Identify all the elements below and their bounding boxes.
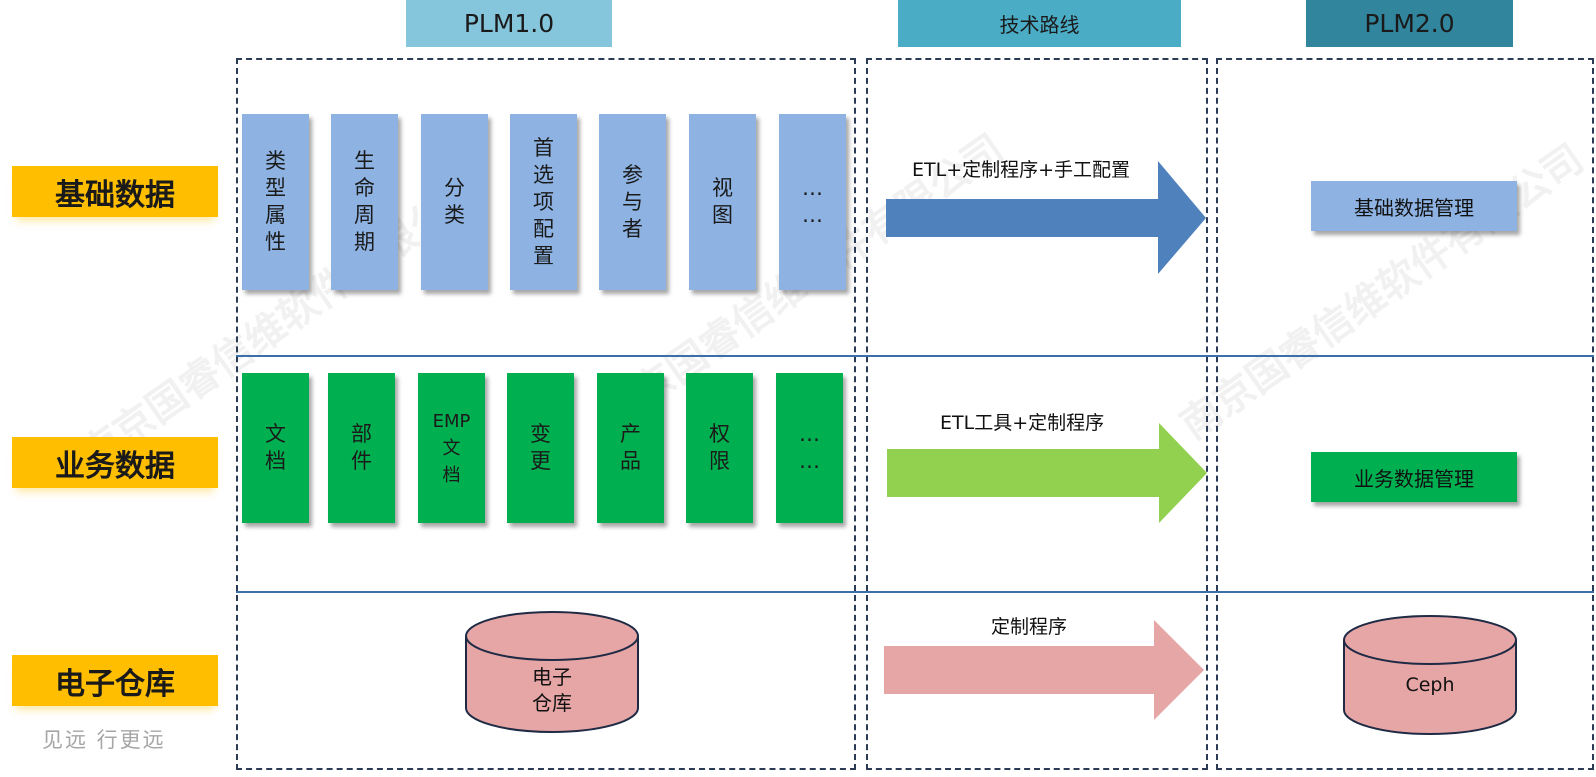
basic-item-type-attributes: 类 型 属 性 (242, 114, 309, 290)
vault-arrow-label: 定制程序 (991, 616, 1068, 638)
basic-item-classification: 分 类 (421, 114, 488, 290)
plm1-vault-cylinder (465, 611, 639, 733)
plm2-ceph-label: Ceph (1405, 674, 1455, 696)
basic-item-lifecycle: 生 命 周 期 (331, 114, 398, 290)
row-label-business-data: 业务数据 (12, 437, 218, 488)
business-item-change: 变 更 (507, 373, 574, 523)
row-label-basic-data: 基础数据 (12, 166, 218, 217)
plm2-business-data-management: 业务数据管理 (1311, 452, 1517, 502)
plm2-panel (1216, 58, 1594, 770)
plm2-ceph-cylinder (1343, 615, 1517, 735)
row-divider (236, 591, 1594, 593)
business-item-part: 部 件 (328, 373, 395, 523)
header-tech-route: 技术路线 (898, 0, 1181, 47)
basic-data-arrow (886, 161, 1206, 274)
row-label-electronic-vault: 电子仓库 (12, 655, 218, 706)
header-plm2: PLM2.0 (1306, 0, 1513, 47)
header-plm1: PLM1.0 (406, 0, 612, 47)
business-item-document: 文 档 (242, 373, 309, 523)
basic-data-arrow-label: ETL+定制程序+手工配置 (912, 159, 1131, 181)
basic-item-view: 视 图 (689, 114, 756, 290)
tech-route-panel (866, 58, 1208, 770)
basic-item-more: … … (779, 114, 846, 290)
business-data-arrow (887, 423, 1207, 523)
basic-item-participants: 参 与 者 (599, 114, 666, 290)
business-data-arrow-label: ETL工具+定制程序 (940, 412, 1105, 434)
vault-arrow (884, 620, 1204, 720)
business-item-more: … … (776, 373, 843, 523)
business-item-permission: 权 限 (686, 373, 753, 523)
business-item-emp-document: EMP 文 档 (418, 373, 485, 523)
plm1-panel (236, 58, 856, 770)
row-divider (236, 355, 1594, 357)
business-item-product: 产 品 (597, 373, 664, 523)
slogan-text: 见远 行更远 (42, 728, 166, 752)
plm2-basic-data-management: 基础数据管理 (1311, 181, 1517, 231)
plm1-vault-label: 电子 仓库 (532, 665, 572, 715)
basic-item-preferences: 首 选 项 配 置 (510, 114, 577, 290)
